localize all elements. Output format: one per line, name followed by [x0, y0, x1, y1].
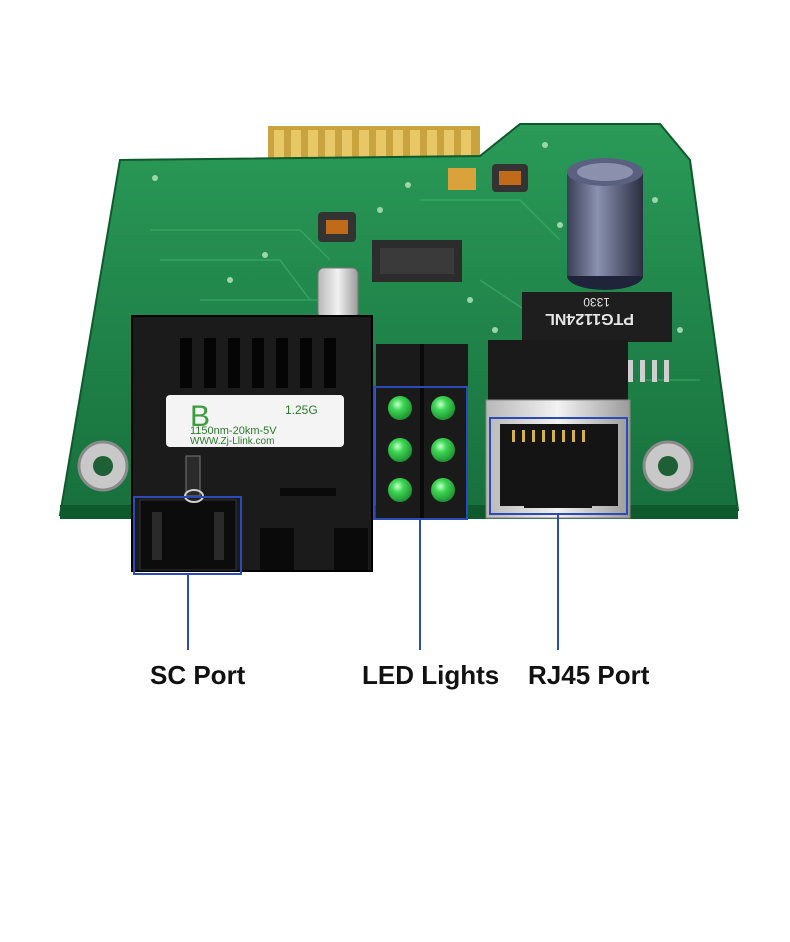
mounting-hole: [642, 440, 694, 492]
transceiver-spec: 1150nm-20km-5V: [190, 425, 277, 437]
led-light: [388, 438, 412, 462]
pcb-vias: [152, 142, 683, 333]
callout-rj45-port: [489, 417, 628, 650]
inductor: [318, 212, 356, 242]
led-light: [431, 478, 455, 502]
smd-component: [448, 168, 476, 190]
main-chip: [372, 240, 462, 282]
magnetics-code: 1330: [583, 295, 610, 309]
sc-port-label: SC Port: [150, 660, 246, 690]
mounting-hole: [77, 440, 129, 492]
callout-led-lights: [373, 386, 468, 650]
led-light: [431, 396, 455, 420]
transceiver-speed: 1.25G: [285, 403, 318, 417]
led-block: [376, 344, 468, 520]
rj45-port-label: RJ45 Port: [528, 660, 650, 690]
led-lights-label: LED Lights: [362, 660, 500, 690]
led-light: [388, 396, 412, 420]
magnetics-transformer: PTG1124NL 1330: [522, 292, 672, 382]
callout-sc-port: [133, 496, 242, 650]
sc-transceiver: B 1.25G 1150nm-20km-5V WWW.Zj-Llink.com: [131, 315, 373, 572]
crystal: [317, 267, 359, 319]
magnetics-model: PTG1124NL: [545, 310, 634, 327]
inductor: [492, 164, 528, 192]
rj45-jack: [485, 340, 631, 519]
transceiver-url: WWW.Zj-Llink.com: [190, 436, 274, 447]
led-light: [388, 478, 412, 502]
transceiver-letter: B: [190, 400, 210, 433]
capacitor: [567, 158, 643, 290]
led-light: [431, 438, 455, 462]
gold-edge-connector: [268, 126, 480, 162]
rj45-port-socket: [500, 424, 618, 506]
transceiver-label: [166, 395, 344, 447]
